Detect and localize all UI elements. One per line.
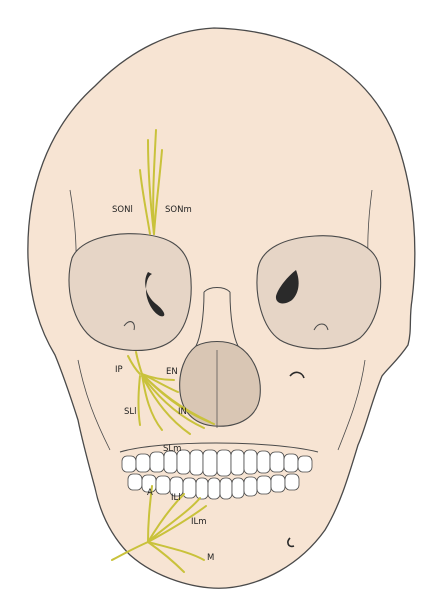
lower-tooth	[232, 478, 244, 498]
label-soni: SONl	[112, 205, 133, 215]
upper-tooth	[164, 451, 177, 473]
lower-tooth	[156, 476, 170, 494]
upper-tooth	[136, 454, 150, 472]
lower-tooth	[128, 474, 142, 490]
label-slm: SLm	[163, 444, 181, 454]
upper-tooth	[270, 452, 284, 472]
upper-tooth	[203, 450, 217, 476]
upper-tooth	[257, 451, 270, 473]
label-ilm: ILm	[191, 517, 207, 527]
lower-tooth	[271, 475, 285, 492]
label-ip: IP	[115, 365, 123, 375]
lower-tooth	[257, 476, 271, 494]
upper-tooth	[298, 456, 312, 472]
lower-tooth	[220, 478, 232, 499]
lower-tooth	[244, 477, 257, 496]
label-a: A	[147, 488, 153, 498]
right-orbit	[257, 236, 381, 349]
upper-tooth	[190, 450, 203, 475]
upper-tooth	[231, 450, 244, 475]
lower-tooth	[183, 478, 196, 498]
upper-tooth	[284, 454, 298, 472]
upper-tooth	[244, 450, 257, 474]
upper-tooth	[122, 456, 136, 472]
label-sli: SLl	[124, 407, 137, 417]
label-en: EN	[166, 367, 178, 377]
upper-tooth	[217, 450, 231, 476]
lower-tooth	[208, 478, 220, 499]
label-sonm: SONm	[165, 205, 192, 215]
label-ili: ILl	[171, 493, 181, 503]
lower-tooth	[196, 478, 208, 499]
label-in: IN	[178, 407, 187, 417]
left-orbit	[69, 234, 191, 351]
label-m: M	[207, 553, 214, 563]
upper-tooth	[150, 452, 164, 472]
lower-tooth	[285, 474, 299, 490]
